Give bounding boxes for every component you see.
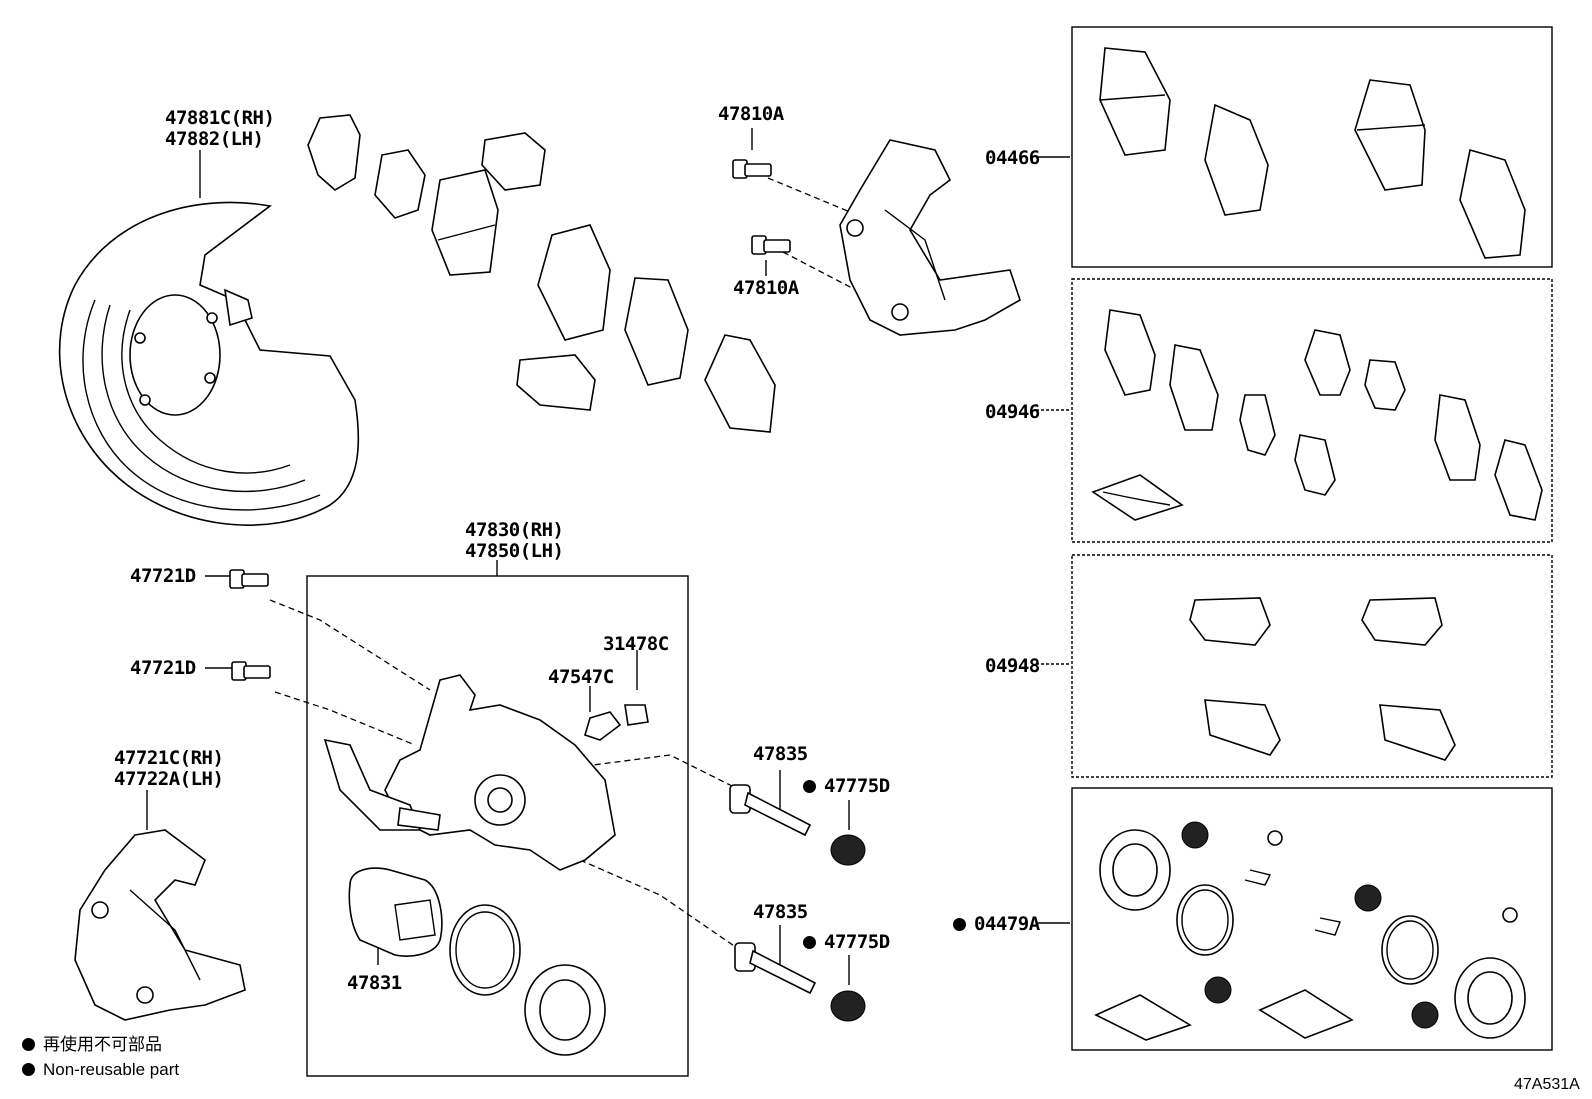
- shims-kit-04946: [1091, 309, 1543, 521]
- label-mounting-lh: 47722A(LH): [114, 768, 224, 790]
- legend-japanese: 再使用不可部品: [22, 1032, 179, 1057]
- label-cylinder-kit-code: 04479A: [974, 913, 1040, 935]
- legend-japanese-text: 再使用不可部品: [43, 1035, 162, 1054]
- legend: 再使用不可部品 Non-reusable part: [22, 1032, 179, 1082]
- label-bleeder-plug: 47547C: [548, 666, 614, 688]
- label-mounting: 47721C(RH) 47722A(LH): [114, 747, 224, 790]
- legend-english: Non-reusable part: [22, 1057, 179, 1082]
- kit-frame-04948: [1071, 554, 1553, 778]
- piston-seal: [449, 904, 521, 996]
- label-backing-plate: 47881C(RH) 47882(LH): [165, 107, 275, 150]
- legend-dot-icon: [22, 1038, 35, 1051]
- clips-kit-04948: [1189, 597, 1456, 761]
- label-caliper-bolt-bottom: 47810A: [733, 277, 799, 299]
- label-cylinder-assy: 47830(RH) 47850(LH): [465, 519, 564, 562]
- label-pad-kit: 04466: [985, 147, 1040, 169]
- label-boot-top: 47775D: [803, 776, 890, 796]
- label-piston: 47831: [347, 972, 402, 994]
- piston: [348, 867, 443, 957]
- kit-frame-04466: [1071, 26, 1553, 268]
- non-reusable-dot: [803, 780, 816, 793]
- cylinder-bolts: [229, 569, 271, 681]
- label-cylinder-assy-rh: 47830(RH): [465, 519, 564, 541]
- legend-dot-icon: [22, 1063, 35, 1076]
- label-caliper-bolt-top: 47810A: [718, 103, 784, 125]
- label-boot-bottom: 47775D: [803, 932, 890, 952]
- caliper-cylinder: [323, 674, 616, 871]
- label-anti-squeal-kit: 04946: [985, 401, 1040, 423]
- label-fitting-kit: 04948: [985, 655, 1040, 677]
- pads-kit-04466: [1099, 47, 1526, 259]
- dust-boot: [524, 964, 606, 1056]
- legend-english-text: Non-reusable part: [43, 1060, 180, 1079]
- illustration-code: 47A531A: [1514, 1076, 1580, 1093]
- label-cylinder-assy-lh: 47850(LH): [465, 540, 564, 562]
- label-cylinder-kit: 04479A: [953, 914, 1040, 934]
- label-bolt-a: 47721D: [130, 565, 196, 587]
- label-mounting-rh: 47721C(RH): [114, 747, 224, 769]
- backing-plate: [58, 201, 360, 526]
- label-backing-plate-rh: 47881C(RH): [165, 107, 275, 129]
- caliper-mounting-bottom: [74, 829, 246, 1021]
- label-boot-bottom-code: 47775D: [824, 931, 890, 953]
- shims-top: [307, 114, 776, 433]
- seals-kit-04479A: [1094, 821, 1526, 1041]
- kit-frame-04479A: [1071, 787, 1553, 1051]
- label-bolt-b: 47721D: [130, 657, 196, 679]
- slide-pins: [729, 784, 866, 1022]
- bleeder: [584, 704, 649, 741]
- caliper-bolts: [732, 159, 791, 255]
- kit-frame-04946: [1071, 278, 1553, 543]
- caliper-mounting-top: [839, 139, 1021, 336]
- non-reusable-dot: [803, 936, 816, 949]
- label-slide-pin-bottom: 47835: [753, 901, 808, 923]
- non-reusable-dot: [953, 918, 966, 931]
- label-boot-top-code: 47775D: [824, 775, 890, 797]
- label-bleeder-cap: 31478C: [603, 633, 669, 655]
- label-slide-pin-top: 47835: [753, 743, 808, 765]
- label-backing-plate-lh: 47882(LH): [165, 128, 264, 150]
